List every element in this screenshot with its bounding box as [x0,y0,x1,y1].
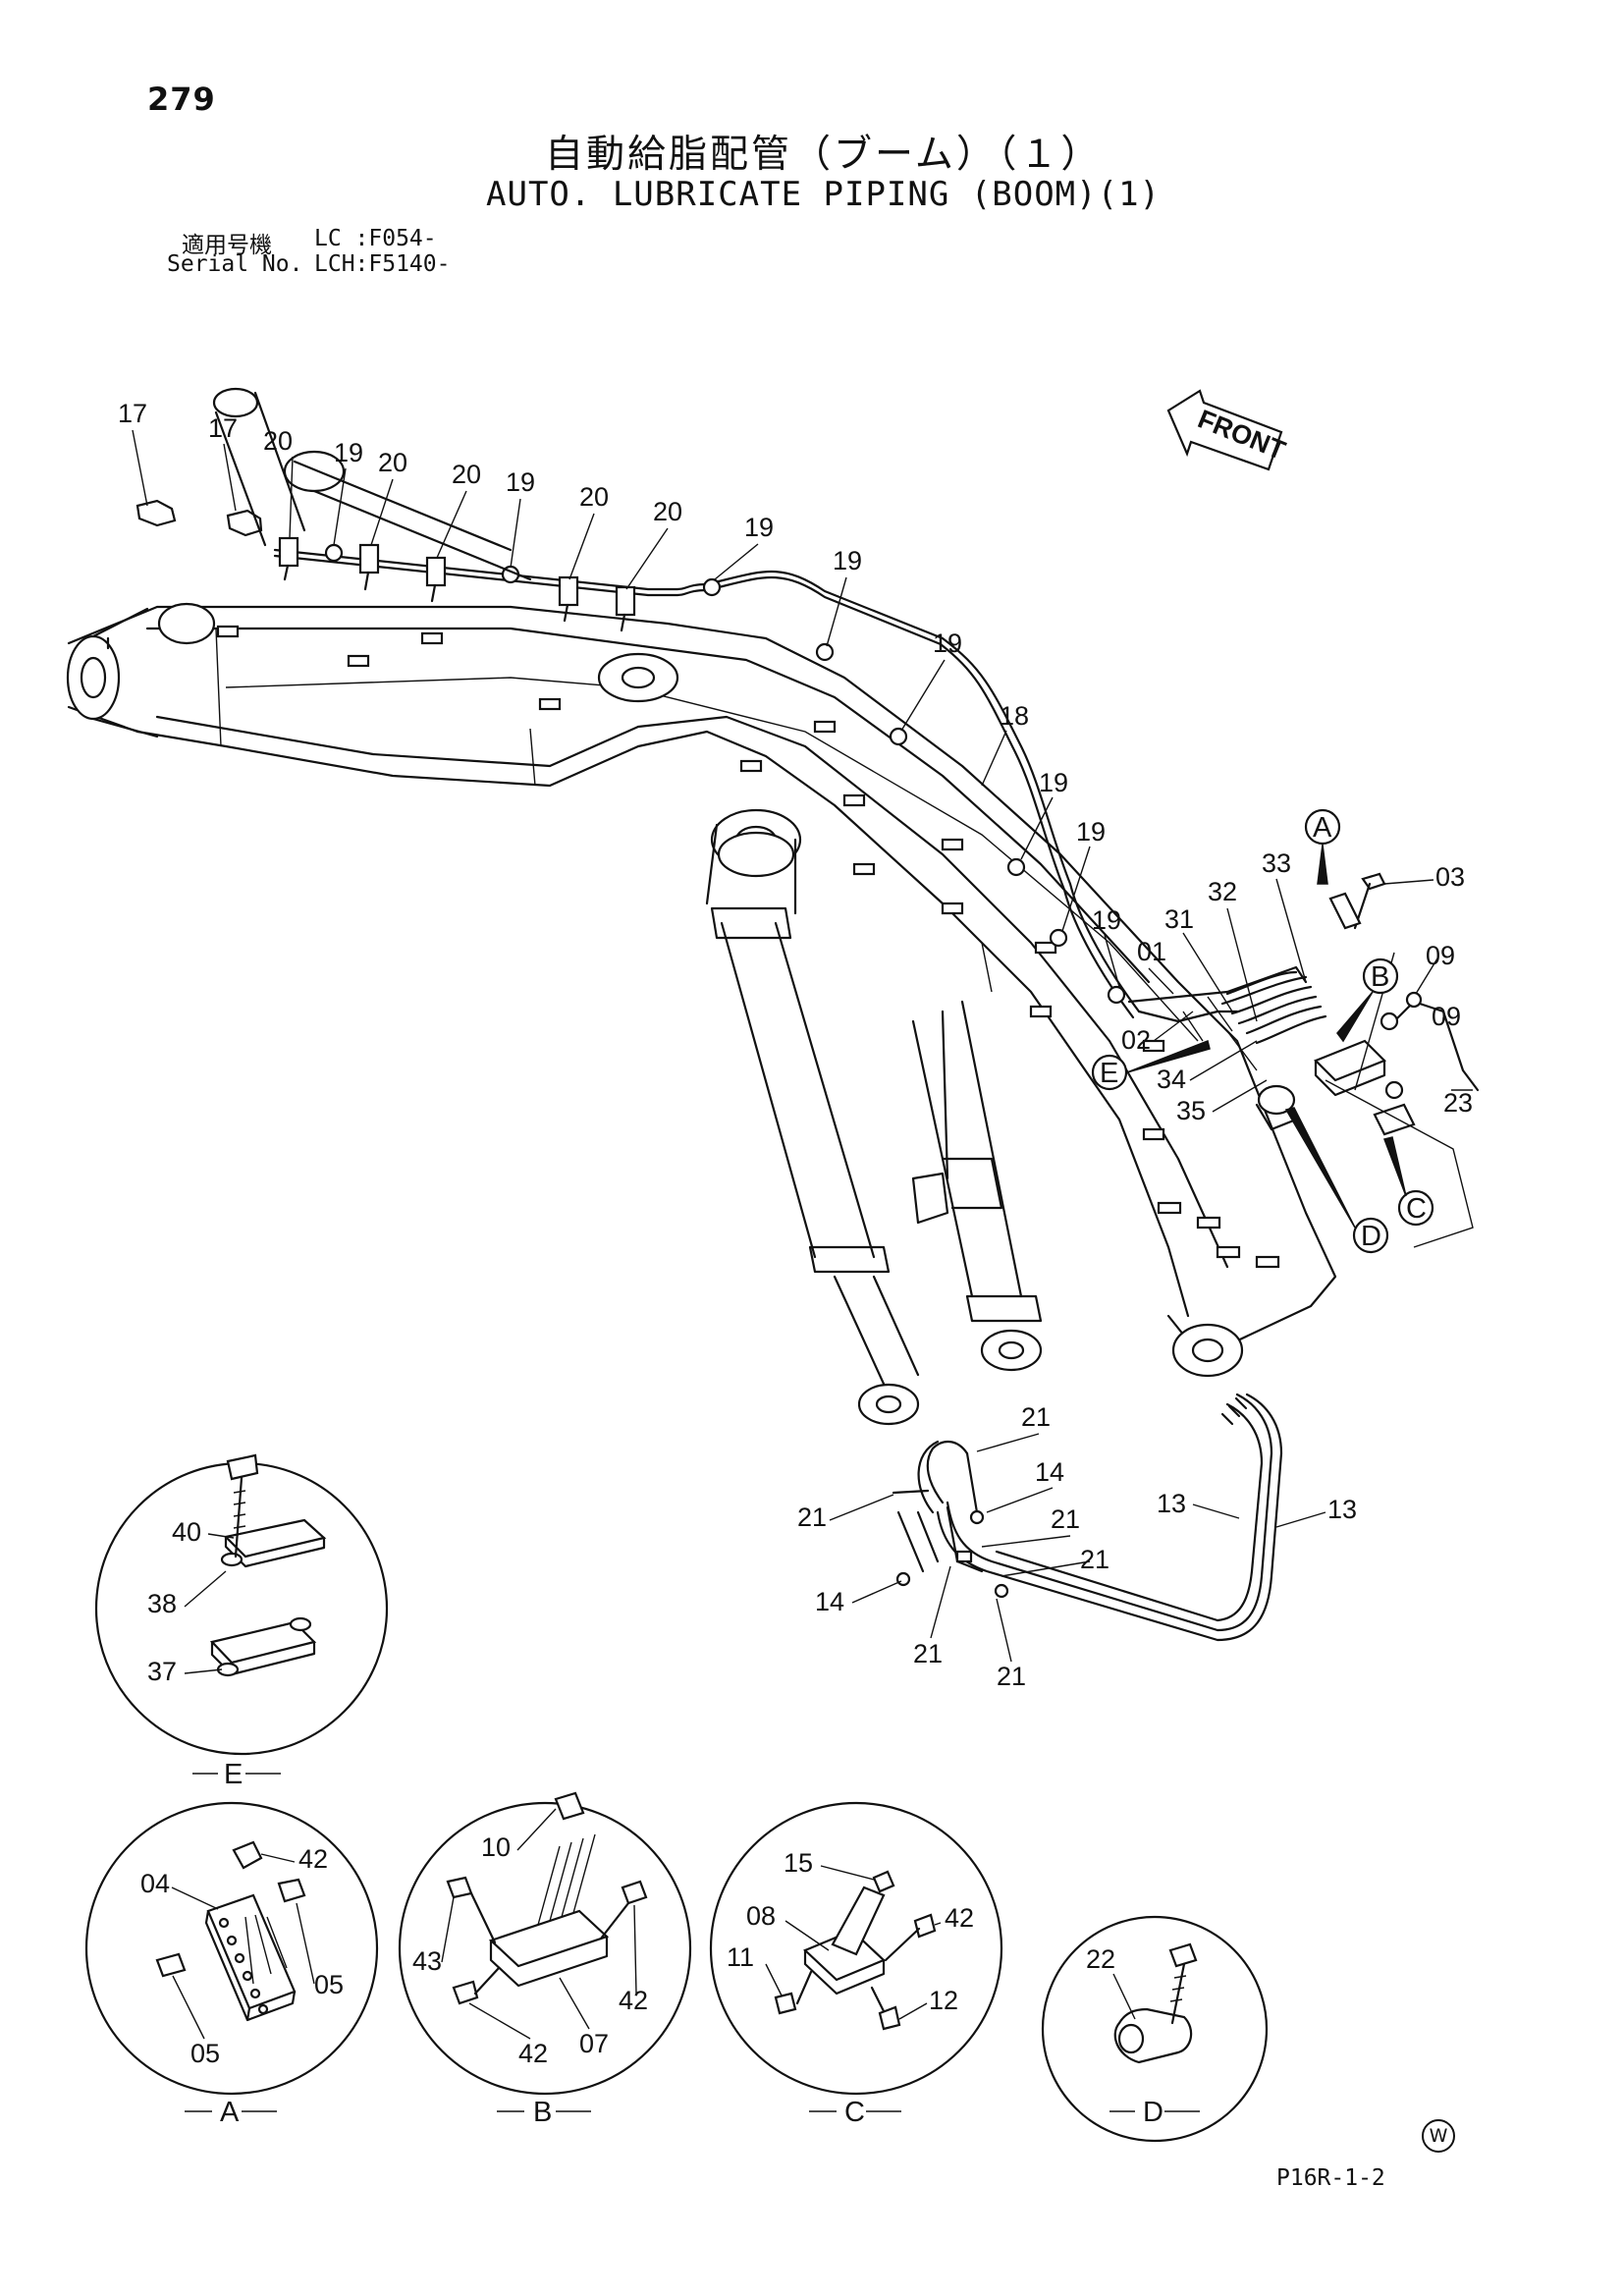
callout-42: 42 [298,1844,328,1874]
callout-20: 20 [378,448,407,477]
callout-17: 17 [118,399,147,428]
detail-e-label: E [224,1759,243,1790]
callout-07: 07 [579,2029,609,2058]
callout-19: 19 [933,629,962,658]
callout-08: 08 [746,1901,776,1931]
detail-a: 04 42 05 05 A [84,1801,379,2128]
boom-structure [66,602,1337,1378]
callout-02: 02 [1121,1025,1151,1055]
callout-19: 19 [1039,768,1068,797]
callout-21: 21 [797,1503,827,1532]
callout-32: 32 [1208,877,1237,906]
callout-34: 34 [1157,1065,1186,1094]
footer-code: P16R-1-2 [1276,2165,1385,2191]
lube-pipe-upper [135,387,1239,1023]
callout-11: 11 [727,1942,754,1972]
detail-d-label: D [1143,2097,1163,2128]
callout-14: 14 [1035,1457,1064,1487]
callout-05: 05 [190,2039,220,2068]
callout-19: 19 [506,467,535,497]
detail-c: 15 08 42 11 12 C [709,1801,1003,2128]
detail-b: 10 43 42 42 07 B [398,1791,692,2128]
callout-35: 35 [1176,1096,1206,1125]
boom-cylinders [710,831,1043,1426]
page-number: 279 [147,81,216,118]
marker-e: E [1100,1058,1118,1089]
serial-label-english: Serial No. [167,251,303,277]
callout-19: 19 [1092,905,1121,935]
callout-19: 19 [833,546,862,575]
callout-20: 20 [653,497,682,526]
callout-38: 38 [147,1589,177,1618]
callout-42: 42 [518,2039,548,2068]
title-english: AUTO. LUBRICATE PIPING (BOOM)(1) [486,175,1162,214]
reference-markers: A B C D E [1091,808,1434,1254]
callout-19: 19 [1076,817,1106,847]
callout-20: 20 [452,460,481,489]
distributor-assembly [1127,872,1480,1248]
callout-37: 37 [147,1657,177,1686]
callout-23: 23 [1443,1088,1473,1118]
detail-c-label: C [844,2097,865,2128]
callout-22: 22 [1086,1944,1115,1974]
callout-21: 21 [1051,1504,1080,1534]
detail-b-label: B [533,2097,552,2128]
callout-21: 21 [1080,1545,1109,1574]
detail-e: 40 38 37 E [94,1453,389,1790]
callout-04: 04 [140,1869,170,1898]
serial-value-japanese: LC :F054- [314,226,437,251]
detail-d: 22 D [1041,1915,1269,2143]
callout-21: 21 [997,1662,1026,1691]
callout-09: 09 [1432,1002,1461,1031]
marker-b: B [1371,961,1389,993]
callout-13: 13 [1157,1489,1186,1518]
callout-labels: 17 17 20 19 20 20 19 20 20 19 19 19 18 1… [118,399,1473,1691]
detail-a-label: A [220,2097,240,2128]
marker-c: C [1406,1193,1427,1225]
callout-13: 13 [1327,1495,1357,1524]
callout-12: 12 [929,1986,958,2015]
callout-40: 40 [172,1517,201,1547]
callout-21: 21 [913,1639,943,1668]
callout-33: 33 [1262,848,1291,878]
callout-10: 10 [481,1832,511,1862]
callout-14: 14 [815,1587,844,1616]
callout-19: 19 [744,513,774,542]
callout-42: 42 [619,1986,648,2015]
marker-d: D [1361,1221,1381,1252]
callout-18: 18 [1000,701,1029,731]
callout-20: 20 [579,482,609,512]
lube-pipe-lower [892,1393,1283,1642]
marker-a: A [1313,812,1332,844]
callout-15: 15 [784,1848,813,1878]
callout-43: 43 [412,1946,442,1976]
front-arrow-icon: FRONT [1166,389,1290,471]
callout-19: 19 [334,438,363,467]
callout-42: 42 [945,1903,974,1933]
callout-09: 09 [1426,941,1455,970]
callout-20: 20 [263,426,293,456]
callout-03: 03 [1435,862,1465,892]
callout-05: 05 [314,1970,344,1999]
callout-21: 21 [1021,1402,1051,1432]
serial-value-english: LCH:F5140- [314,251,451,277]
callout-31: 31 [1164,904,1194,934]
serial-label-japanese: 適用号機 [182,233,272,258]
callout-17: 17 [208,413,238,443]
title-japanese: 自動給脂配管（ブーム）（１） [545,133,1103,177]
callout-01: 01 [1137,937,1166,966]
w-mark: W [1422,2119,1455,2153]
leader-lines [132,429,1473,1663]
